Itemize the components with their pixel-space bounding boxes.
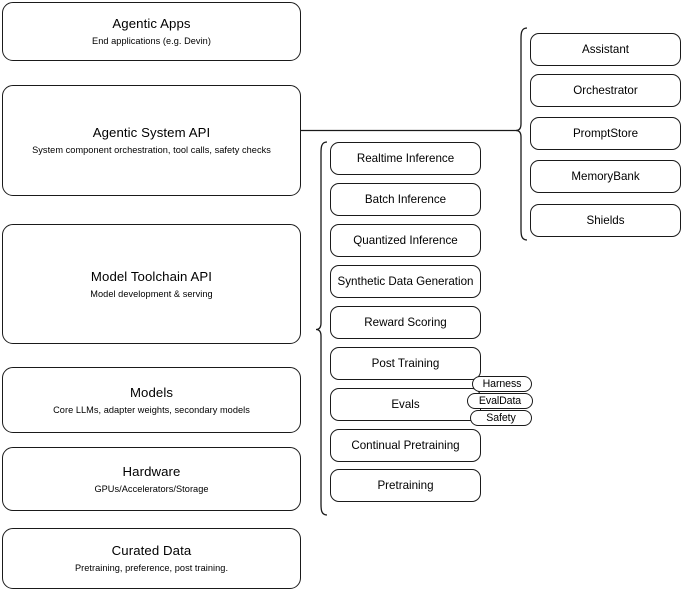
layer-title: Model Toolchain API <box>90 268 213 284</box>
component-title: MemoryBank <box>571 170 640 183</box>
layer-box-agentic-apps[interactable]: Agentic Apps End applications (e.g. Devi… <box>2 2 301 61</box>
capability-box-post-training[interactable]: Post Training <box>330 347 481 380</box>
component-box-memorybank[interactable]: MemoryBank <box>530 160 681 193</box>
component-title: Orchestrator <box>573 84 638 97</box>
capability-box-continual-pretraining[interactable]: Continual Pretraining <box>330 429 481 462</box>
capability-box-synthetic-data-generation[interactable]: Synthetic Data Generation <box>330 265 481 298</box>
capability-title: Reward Scoring <box>364 316 447 329</box>
capability-box-quantized-inference[interactable]: Quantized Inference <box>330 224 481 257</box>
capability-box-pretraining[interactable]: Pretraining <box>330 469 481 502</box>
capability-title: Realtime Inference <box>356 152 455 165</box>
capability-title: Evals <box>391 398 420 411</box>
layer-box-curated-data[interactable]: Curated Data Pretraining, preference, po… <box>2 528 301 589</box>
capability-title: Continual Pretraining <box>351 439 460 452</box>
capability-title: Synthetic Data Generation <box>337 275 474 288</box>
brace-system-components <box>515 27 528 241</box>
eval-tag-safety[interactable]: Safety <box>470 410 532 426</box>
layer-title: Agentic Apps <box>112 16 191 31</box>
layer-box-hardware[interactable]: Hardware GPUs/Accelerators/Storage <box>2 447 301 511</box>
capability-title: Pretraining <box>377 479 434 492</box>
layer-title: Hardware <box>122 463 181 479</box>
layer-box-agentic-system-api[interactable]: Agentic System API System component orch… <box>2 85 301 196</box>
capability-title: Quantized Inference <box>353 234 458 247</box>
eval-tag-evaldata[interactable]: EvalData <box>467 393 533 409</box>
layer-title: Models <box>129 384 174 400</box>
component-box-assistant[interactable]: Assistant <box>530 33 681 66</box>
capability-title: Post Training <box>371 357 440 370</box>
layer-subtitle: Core LLMs, adapter weights, secondary mo… <box>53 404 250 415</box>
layer-subtitle: End applications (e.g. Devin) <box>92 36 211 46</box>
layer-title: Agentic System API <box>92 125 211 140</box>
eval-tag-harness[interactable]: Harness <box>472 376 532 392</box>
component-title: Assistant <box>581 43 630 56</box>
layer-box-models[interactable]: Models Core LLMs, adapter weights, secon… <box>2 367 301 433</box>
component-box-promptstore[interactable]: PromptStore <box>530 117 681 150</box>
component-title: Shields <box>586 214 625 227</box>
component-title: PromptStore <box>572 127 639 140</box>
layer-subtitle: Pretraining, preference, post training. <box>74 563 229 573</box>
capability-box-reward-scoring[interactable]: Reward Scoring <box>330 306 481 339</box>
capability-box-realtime-inference[interactable]: Realtime Inference <box>330 142 481 175</box>
layer-subtitle: Model development & serving <box>90 288 213 299</box>
component-box-orchestrator[interactable]: Orchestrator <box>530 74 681 107</box>
layer-subtitle: System component orchestration, tool cal… <box>32 145 271 155</box>
capability-title: Batch Inference <box>364 193 447 206</box>
component-box-shields[interactable]: Shields <box>530 204 681 237</box>
brace-toolchain-capabilities <box>315 141 328 516</box>
capability-box-evals[interactable]: Evals <box>330 388 481 421</box>
capability-box-batch-inference[interactable]: Batch Inference <box>330 183 481 216</box>
layer-subtitle: GPUs/Accelerators/Storage <box>94 483 209 494</box>
layer-title: Curated Data <box>111 543 192 558</box>
layer-box-model-toolchain-api[interactable]: Model Toolchain API Model development & … <box>2 224 301 344</box>
